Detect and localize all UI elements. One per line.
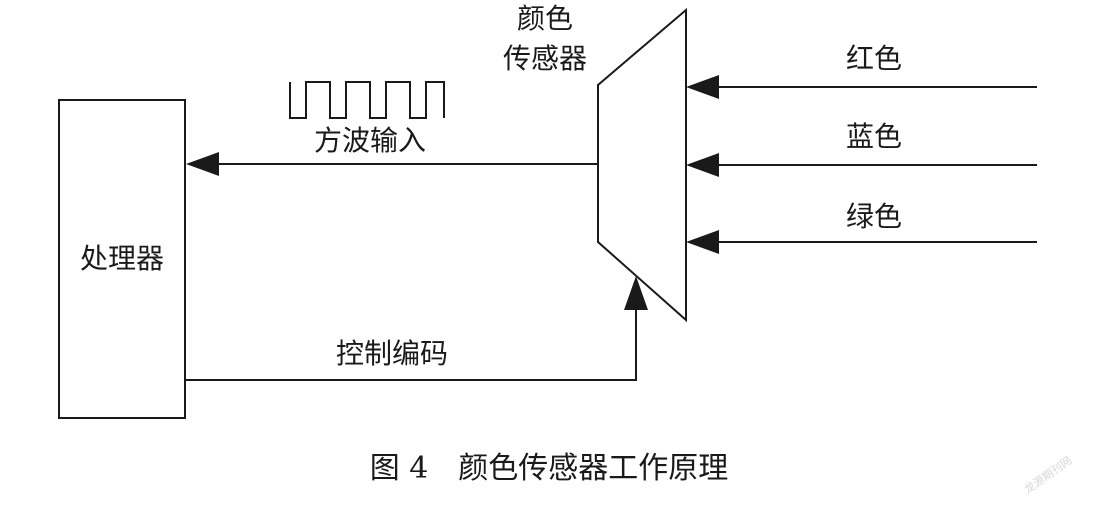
processor-label: 处理器 xyxy=(80,242,164,275)
blue-input-arrowhead xyxy=(686,153,719,177)
control-code-line xyxy=(185,300,637,381)
red-input-arrowhead xyxy=(686,75,719,99)
red-input-label: 红色 xyxy=(846,42,902,75)
sensor-label-line2: 传感器 xyxy=(503,42,587,75)
square-wave-arrowhead xyxy=(186,152,219,176)
figure-caption: 图 4 颜色传感器工作原理 xyxy=(370,451,729,486)
processor-box xyxy=(58,99,186,419)
sensor-label-line1: 颜色 xyxy=(517,2,573,35)
square-wave-icon xyxy=(289,81,445,119)
square-wave-label: 方波输入 xyxy=(314,124,426,157)
control-code-label: 控制编码 xyxy=(336,337,448,370)
control-code-arrowhead xyxy=(624,276,648,310)
blue-input-label: 蓝色 xyxy=(846,120,902,153)
watermark: 龙源期刊网 xyxy=(1021,453,1074,496)
green-input-label: 绿色 xyxy=(846,200,902,233)
color-sensor-block xyxy=(597,7,687,323)
green-input-arrowhead xyxy=(686,230,719,254)
